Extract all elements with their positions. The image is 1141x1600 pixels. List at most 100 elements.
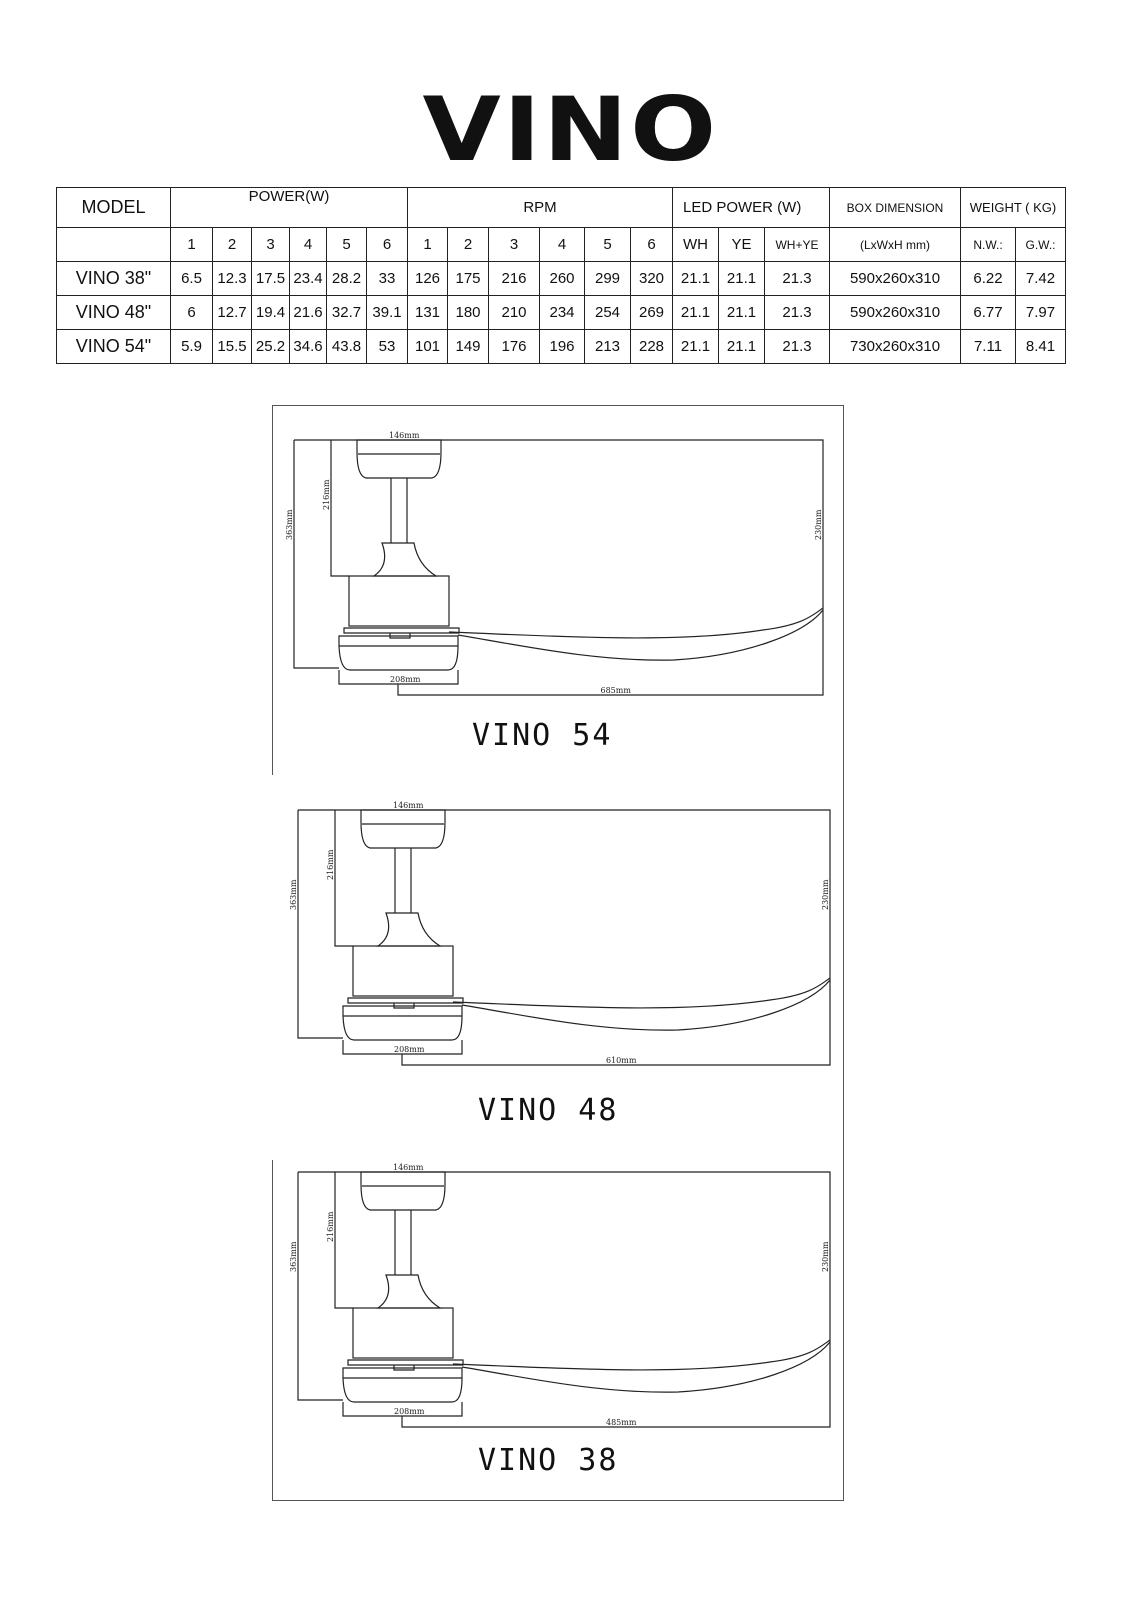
box-cell: 730x260x310 [829, 329, 961, 364]
motor-cone [376, 912, 443, 947]
led-cell: 21.1 [718, 329, 765, 364]
downrod [394, 1210, 412, 1275]
power-cell: 12.7 [212, 295, 252, 330]
total-height-label: 363mm [285, 509, 294, 540]
net-weight-cell: 6.22 [960, 261, 1016, 296]
fan-drawing: 146mm 216mm 363mm 230mm 208mm 685mm [285, 431, 824, 696]
rpm-cell: 254 [584, 295, 631, 330]
led-cell: 21.1 [672, 329, 719, 364]
box-cell: 590x260x310 [829, 261, 961, 296]
rpm-cell: 260 [539, 261, 585, 296]
sub-rpm-3: 3 [488, 227, 540, 262]
gross-weight-cell: 8.41 [1015, 329, 1066, 364]
sub-power-4: 4 [289, 227, 327, 262]
led-cell: 21.3 [764, 329, 830, 364]
motor-housing [352, 1307, 454, 1359]
fan-drawing: 146mm 216mm 363mm 230mm 208mm 610mm [289, 801, 831, 1066]
sub-nw: N.W.: [960, 227, 1016, 262]
rpm-cell: 228 [630, 329, 673, 364]
power-cell: 6.5 [170, 261, 213, 296]
led-cell: 21.1 [718, 295, 765, 330]
rpm-cell: 234 [539, 295, 585, 330]
drawing-caption: VINO 38 [478, 1443, 619, 1478]
power-cell: 12.3 [212, 261, 252, 296]
fan-blade [452, 977, 831, 1031]
subheader-blank [56, 227, 171, 262]
rpm-cell: 213 [584, 329, 631, 364]
canopy-width-label: 146mm [393, 1163, 424, 1172]
light-dimension [342, 1402, 463, 1417]
power-cell: 39.1 [366, 295, 408, 330]
led-cell: 21.3 [764, 261, 830, 296]
led-cell: 21.1 [672, 261, 719, 296]
rpm-cell: 210 [488, 295, 540, 330]
gross-weight-cell: 7.42 [1015, 261, 1066, 296]
rpm-cell: 149 [447, 329, 489, 364]
header-rpm: RPM [407, 187, 673, 228]
fan-drawing: 146mm 216mm 363mm 230mm 208mm 485mm [289, 1163, 831, 1428]
sub-rpm-6: 6 [630, 227, 673, 262]
model-cell: VINO 54" [56, 329, 171, 364]
motor-cone [376, 1274, 443, 1309]
sub-led-whye: WH+YE [764, 227, 830, 262]
led-cell: 21.3 [764, 295, 830, 330]
light-kit [338, 635, 459, 671]
power-cell: 17.5 [251, 261, 290, 296]
rpm-cell: 176 [488, 329, 540, 364]
total-height-label: 363mm [289, 879, 298, 910]
fan-blade [452, 1339, 831, 1393]
rpm-cell: 131 [407, 295, 448, 330]
sub-rpm-1: 1 [407, 227, 448, 262]
power-cell: 5.9 [170, 329, 213, 364]
gross-weight-cell: 7.97 [1015, 295, 1066, 330]
drawing-caption: VINO 54 [472, 718, 613, 753]
total-height-label: 363mm [289, 1241, 298, 1272]
power-cell: 21.6 [289, 295, 327, 330]
blade-length-label: 610mm [606, 1056, 637, 1065]
header-power: POWER(W) [170, 187, 408, 228]
header-model: MODEL [56, 187, 171, 228]
light-dimension [342, 1040, 463, 1055]
canopy [356, 439, 442, 479]
dimension-outline [297, 1171, 831, 1428]
rpm-cell: 180 [447, 295, 489, 330]
canopy [360, 809, 446, 849]
power-cell: 33 [366, 261, 408, 296]
power-cell: 6 [170, 295, 213, 330]
sub-power-2: 2 [212, 227, 252, 262]
blade-length-label: 685mm [601, 686, 632, 695]
rpm-cell: 175 [447, 261, 489, 296]
rpm-cell: 269 [630, 295, 673, 330]
fan-blade [448, 607, 824, 661]
rod-length-label: 216mm [322, 479, 331, 510]
power-cell: 15.5 [212, 329, 252, 364]
light-width-label: 208mm [394, 1045, 425, 1054]
rpm-cell: 101 [407, 329, 448, 364]
rpm-cell: 126 [407, 261, 448, 296]
canopy-width-label: 146mm [393, 801, 424, 810]
light-kit [342, 1005, 463, 1041]
header-box: BOX DIMENSION [829, 187, 961, 228]
drawing-frame-top [272, 405, 844, 406]
rpm-cell: 196 [539, 329, 585, 364]
blade-height-label: 230mm [814, 509, 823, 540]
power-cell: 34.6 [289, 329, 327, 364]
motor-housing [352, 945, 454, 997]
drawing-frame-left-lower [272, 1160, 273, 1500]
power-cell: 19.4 [251, 295, 290, 330]
sub-rpm-4: 4 [539, 227, 585, 262]
sub-gw: G.W.: [1015, 227, 1066, 262]
spec-table: MODEL POWER(W) RPM LED POWER (W) BOX DIM… [56, 187, 1066, 364]
light-dimension [338, 670, 459, 685]
header-row: MODEL POWER(W) RPM LED POWER (W) BOX DIM… [56, 187, 1066, 228]
drawing-frame-right [843, 405, 844, 1500]
rpm-cell: 299 [584, 261, 631, 296]
sub-power-1: 1 [170, 227, 213, 262]
header-weight: WEIGHT ( KG) [960, 187, 1066, 228]
canopy-width-label: 146mm [389, 431, 420, 440]
power-cell: 53 [366, 329, 408, 364]
